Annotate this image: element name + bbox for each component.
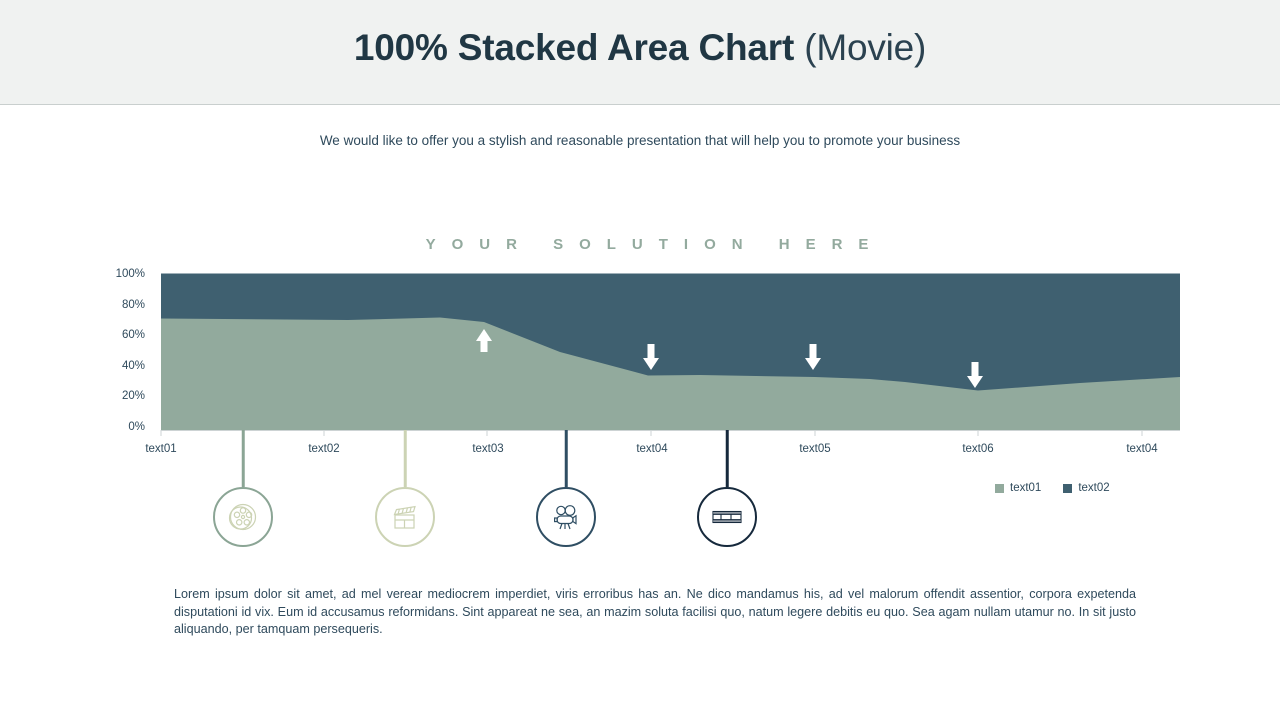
- chart-legend: text01 text02: [995, 482, 1110, 494]
- subtitle: We would like to offer you a stylish and…: [319, 133, 961, 148]
- film-strip-icon: [712, 510, 742, 524]
- x-tick-label: text04: [1126, 443, 1158, 455]
- y-tick-label: 60%: [121, 329, 145, 341]
- icon-circle[interactable]: [375, 487, 435, 547]
- node-movie-camera[interactable]: [536, 430, 596, 547]
- down-arrow-icon-3: [967, 362, 983, 388]
- node-film-reel[interactable]: [213, 430, 273, 547]
- connector-line: [725, 430, 729, 487]
- x-tick-label: text01: [145, 443, 177, 455]
- y-tick-label: 100%: [115, 268, 145, 280]
- x-tick-label: text06: [962, 443, 994, 455]
- x-tick-label: text03: [472, 443, 504, 455]
- header-bar: [0, 0, 1280, 105]
- y-tick-label: 0%: [128, 421, 145, 433]
- x-tick-label: text04: [636, 443, 668, 455]
- down-arrow-icon-1: [643, 344, 659, 370]
- legend-swatch-icon: [1063, 483, 1073, 493]
- y-axis-labels: 100% 80% 60% 40% 20% 0%: [95, 268, 145, 433]
- legend-swatch-icon: [995, 483, 1004, 493]
- icon-circle[interactable]: [213, 487, 273, 547]
- y-tick-label: 40%: [121, 359, 145, 372]
- connector-line: [564, 430, 568, 487]
- solution-strip: YOUR SOLUTION HERE: [425, 236, 885, 253]
- connector-line: [241, 430, 245, 487]
- connector-line: [403, 430, 407, 487]
- legend-label: text01: [1010, 482, 1042, 494]
- y-tick-label: 20%: [121, 390, 145, 402]
- film-reel-icon: [228, 503, 257, 531]
- legend-label: text02: [1078, 482, 1110, 494]
- series-text01-area: [161, 317, 1180, 430]
- down-arrow-icon-2: [805, 344, 821, 370]
- page-title: 100% Stacked Area Chart (Movie): [0, 27, 1280, 69]
- x-tick-label: text05: [799, 443, 831, 455]
- y-tick-label: 80%: [121, 298, 145, 311]
- clapperboard-icon: [393, 505, 416, 529]
- node-film-strip[interactable]: [697, 430, 757, 547]
- legend-item-text01[interactable]: text01: [995, 482, 1041, 494]
- legend-item-text02[interactable]: text02: [1063, 482, 1110, 494]
- icon-circle[interactable]: [536, 487, 596, 547]
- up-arrow-icon: [476, 329, 492, 352]
- movie-camera-icon: [553, 505, 577, 530]
- icon-circle[interactable]: [697, 487, 757, 547]
- node-clapperboard[interactable]: [375, 430, 435, 547]
- x-tick-label: text02: [308, 443, 340, 455]
- body-paragraph: Lorem ipsum dolor sit amet, ad mel verea…: [174, 587, 1136, 636]
- page-title-strong: 100% Stacked Area Chart: [353, 27, 795, 68]
- page-title-light: (Movie): [804, 27, 927, 68]
- x-axis-labels: text01 text02 text03 text04 text05 text0…: [0, 443, 1280, 459]
- x-tick-marks: [160, 430, 1143, 436]
